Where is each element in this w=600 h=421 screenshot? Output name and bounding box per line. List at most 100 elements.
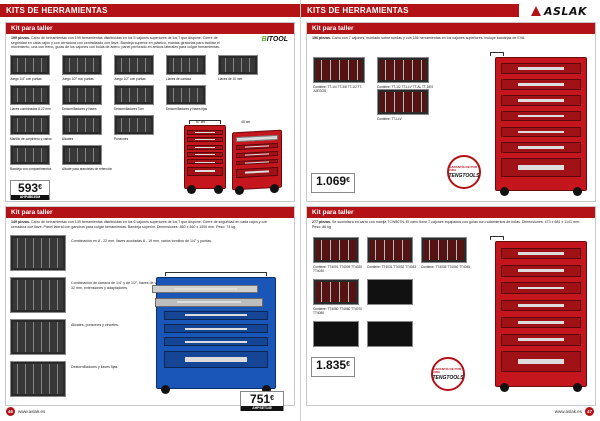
- description-lead: 156 piezas.: [312, 36, 331, 40]
- seal-ring-text: GARANTÍA DE POR VIDA: [433, 366, 462, 374]
- currency: €: [346, 177, 350, 184]
- price-tag: 593€ AHP4B03SM: [10, 180, 50, 200]
- tray-label: Juego 1/2" con puntas: [62, 77, 94, 81]
- tray-label: Destornilladores y llaves: [62, 107, 97, 111]
- section-title: Kit para taller: [307, 207, 595, 218]
- tray-label: Contiene: TT-1/4 TT-3/8 TT-1/2 TT-JUEGOS: [313, 85, 363, 93]
- tray-label: Contiene: TT4001 TT4009 TT4020 TT4030: [313, 265, 363, 273]
- tray-label: Alicate para arandelas de retención: [62, 167, 113, 171]
- bitool-logo: BITOOL: [261, 36, 288, 43]
- tray-label: Punzones: [114, 137, 129, 141]
- kit-section-149: Kit para taller 149 piezas. Carro de her…: [5, 206, 295, 411]
- kit-section-156: Kit para taller 156 piezas. Carro con 7 …: [306, 22, 596, 202]
- currency: €: [38, 184, 42, 191]
- tray-image-8: [114, 85, 154, 105]
- lifetime-warranty-seal: GARANTÍA DE POR VIDA TENGTOOLS: [431, 357, 465, 391]
- tray-image-2: [367, 237, 413, 263]
- tray-image-2: [62, 55, 102, 75]
- tool-cabinet-blue: [152, 272, 276, 394]
- tray-image-a: [10, 235, 66, 271]
- tray-contents: Combinación de carraca de 1/4" y de 1/2"…: [71, 281, 168, 290]
- tool-cabinet-red: [490, 236, 587, 392]
- description-lead: 277 piezas.: [312, 220, 331, 224]
- tray-image-12: [114, 115, 154, 135]
- tray-label: Bandeja con compartimentos: [10, 167, 52, 171]
- footer-url[interactable]: www.aslak.es: [18, 409, 46, 414]
- description-text: Carro de herramientas con 149 herramient…: [11, 220, 268, 229]
- section-title-text: Kit para taller: [312, 209, 354, 216]
- tray-label: Contiene: TT-1/2 TT-LLV TT-AL TT-DES: [377, 85, 434, 89]
- tray-contents: Alicates, punzones y cinceles.: [71, 323, 119, 327]
- footer-url[interactable]: www.aslak.es: [554, 409, 582, 414]
- page-number: 47: [585, 407, 594, 416]
- price-amount: 751: [250, 392, 271, 406]
- right-page: KITS DE HERRAMIENTAS ASLAK Kit para tall…: [300, 0, 600, 421]
- page-header: KITS DE HERRAMIENTAS: [0, 4, 300, 17]
- dimension-label: 57 cm: [196, 120, 206, 124]
- tray-image-7: [62, 85, 102, 105]
- tray-image-14: [62, 145, 102, 165]
- dimension-label: 45 cm: [241, 120, 251, 124]
- section-title-text: Kit para taller: [11, 209, 53, 216]
- currency: €: [270, 395, 274, 402]
- tray-image-4: [166, 55, 206, 75]
- tray-image-b: [10, 277, 66, 313]
- tray-label: Destornilladores y llaves fijas: [166, 107, 208, 111]
- tray-image-13: [10, 145, 50, 165]
- tray-image-5: [218, 55, 258, 75]
- seal-ring-text: GARANTÍA DE POR VIDA: [449, 164, 478, 172]
- price-tag: 751€ AHPSET149: [240, 391, 284, 411]
- section-title: Kit para taller: [6, 207, 294, 218]
- price-tag: 1.069€: [311, 173, 355, 193]
- tray-label: Contiene: TT-LLV: [377, 117, 402, 121]
- price-amount: 593: [18, 181, 39, 195]
- description-text: Carro con 7 cajones, montado sobre rueda…: [330, 36, 526, 40]
- tray-image-3: [377, 89, 429, 115]
- logo-wordmark: ASLAK: [544, 4, 587, 18]
- page-header: KITS DE HERRAMIENTAS: [301, 4, 519, 17]
- kit-section-277: Kit para taller 277 piezas. Se suministr…: [306, 206, 596, 406]
- tool-cabinet-red: [184, 120, 226, 194]
- tray-contents: Combinación en 8 - 22 mm, llaves acodada…: [71, 239, 212, 243]
- tray-label: Contiene: TT4031 TT4032 TT4033: [367, 265, 417, 269]
- tray-image-1: [10, 55, 50, 75]
- seal-brand-text: TENGTOOLS: [432, 374, 464, 381]
- tray-contents: Destornilladores y llaves fijas.: [71, 365, 119, 369]
- tray-label: Llaves de 10 mm: [218, 77, 243, 81]
- tray-image-6: [10, 85, 50, 105]
- tray-label: Juego 1/2" con puntas: [114, 77, 146, 81]
- section-title: Kit para taller: [307, 23, 595, 34]
- description-lead: 149 piezas.: [11, 220, 30, 224]
- price-amount: 1.835: [316, 358, 347, 372]
- description-text: Se suministra en carro con manija TCW807…: [312, 220, 580, 229]
- description-lead: 199 piezas.: [11, 36, 30, 40]
- tray-image-10: [10, 115, 50, 135]
- tray-label: Llaves combinadas 8-22 mm: [10, 107, 51, 111]
- section-title-text: Kit para taller: [312, 25, 354, 32]
- tray-label: Destornilladores Torx: [114, 107, 144, 111]
- tray-image-c: [10, 319, 66, 355]
- tray-label: Martillo de carpintero y varios: [10, 137, 52, 141]
- tray-image-1: [313, 237, 359, 263]
- tray-image-11: [62, 115, 102, 135]
- currency: €: [346, 361, 350, 368]
- page-footer: www.aslak.es 47: [555, 407, 594, 416]
- seal-brand-text: TENGTOOLS: [448, 172, 480, 179]
- empty-tray-2: [367, 321, 413, 347]
- tray-image-3: [114, 55, 154, 75]
- section-description: 156 piezas. Carro con 7 cajones, montado…: [307, 34, 587, 41]
- description-text: Carro de herramientas con 199 herramient…: [11, 36, 220, 50]
- lifetime-warranty-seal: GARANTÍA DE POR VIDA TENGTOOLS: [447, 155, 481, 189]
- tray-label: Contiene: TT4050 TT4060 TT4070 TT4080: [313, 307, 363, 315]
- tool-cabinet-open-red: [232, 129, 282, 196]
- empty-tray-3: [367, 279, 413, 305]
- tray-image-9: [166, 85, 206, 105]
- tray-image-2: [377, 57, 429, 83]
- empty-tray-1: [313, 321, 359, 347]
- product-code: AHPSET149: [241, 406, 283, 411]
- price-amount: 1.069: [316, 174, 347, 188]
- tray-image-1: [313, 57, 365, 83]
- aslak-logo: ASLAK: [522, 2, 596, 20]
- price-tag: 1.835€: [311, 357, 355, 377]
- left-page: KITS DE HERRAMIENTAS Kit para taller BIT…: [0, 0, 300, 421]
